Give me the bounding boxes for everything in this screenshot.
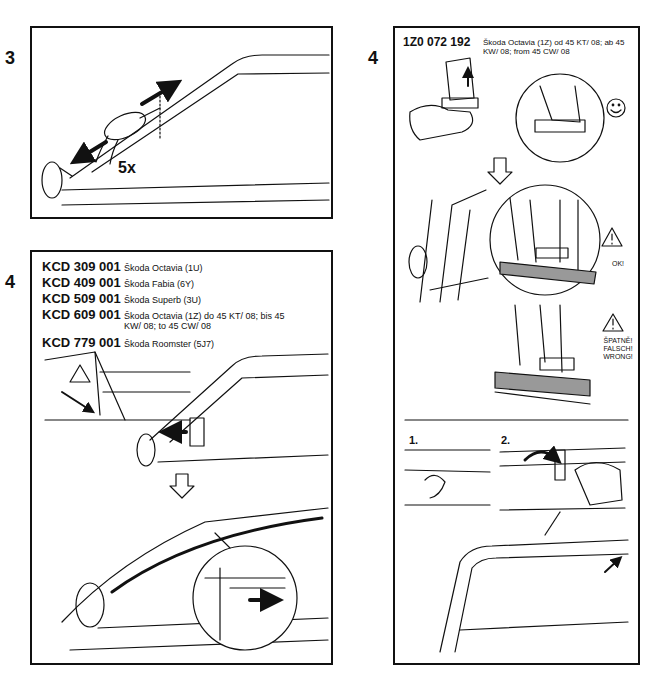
step-number: 3: [5, 48, 25, 69]
step-number: 4: [5, 272, 25, 293]
part-number: KCD 509 001: [42, 292, 122, 307]
substep-number: 2.: [501, 434, 521, 447]
part-number: KCD 779 001: [42, 336, 122, 351]
model-name: Škoda Octavia (1Z) od 45 KT/ 08; ab 45 K…: [483, 38, 635, 56]
ok-note: OK!: [603, 260, 633, 268]
substep-number: 1.: [409, 434, 429, 447]
part-number: KCD 609 001: [42, 308, 122, 323]
wrong-note: ŠPATNĚ! FALSCH! WRONG!: [598, 337, 638, 361]
part-number: 1Z0 072 192: [403, 36, 481, 50]
repeat-count: 5x: [118, 159, 158, 177]
part-number: KCD 309 001: [42, 260, 122, 275]
step-number: 4: [368, 48, 388, 69]
model-name: Škoda Octavia (1Z) do 45 KT/ 08; bis 45 …: [124, 311, 294, 332]
model-name: Škoda Superb (3U): [124, 295, 314, 305]
model-name: Škoda Fabia (6Y): [124, 279, 314, 289]
part-number: KCD 409 001: [42, 276, 122, 291]
step-panel: 4KCD 309 001Škoda Octavia (1U)KCD 409 00…: [30, 250, 333, 665]
model-name: Škoda Roomster (5J7): [124, 339, 314, 349]
step-panel: 41Z0 072 192Škoda Octavia (1Z) od 45 KT/…: [393, 26, 640, 665]
step-panel: 35x: [30, 26, 333, 219]
model-name: Škoda Octavia (1U): [124, 263, 314, 273]
